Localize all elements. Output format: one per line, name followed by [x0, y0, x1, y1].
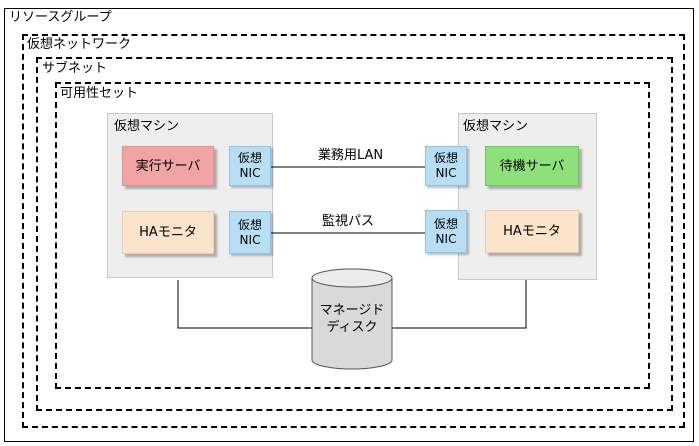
resource-group-label: リソースグループ: [9, 10, 112, 25]
disk-link-left: [177, 280, 312, 329]
subnet-frame: [36, 57, 673, 411]
nic-label-line2: NIC: [239, 232, 261, 247]
availability-set-label: 可用性セット: [60, 86, 139, 101]
virtual-network-label: 仮想ネットワーク: [27, 37, 132, 52]
managed-disk-label: マネージド ディスク: [312, 302, 392, 336]
virtual-network-frame: [22, 34, 685, 428]
business-lan-label: 業務用LAN: [318, 148, 384, 163]
managed-disk-label-line1: マネージド: [319, 303, 385, 318]
virtual-nic-right-monitor: 仮想 NIC: [425, 210, 467, 253]
nic-label-line1: 仮想: [433, 216, 458, 231]
subnet-label: サブネット: [42, 61, 108, 76]
virtual-nic-left-business: 仮想 NIC: [229, 146, 271, 186]
availability-set-frame: [55, 82, 650, 389]
ha-monitor-left-box: HAモニタ: [122, 211, 214, 254]
nic-label-line2: NIC: [435, 231, 457, 246]
nic-label-line1: 仮想: [237, 217, 262, 232]
virtual-machine-right-title: 仮想マシン: [463, 119, 529, 134]
nic-label-line1: 仮想: [237, 151, 262, 165]
managed-disk-label-line2: ディスク: [326, 320, 378, 335]
monitor-path-label: 監視パス: [322, 214, 375, 229]
disk-link-right: [392, 280, 527, 329]
nic-label-line1: 仮想: [433, 151, 458, 165]
nic-label-line2: NIC: [435, 166, 457, 180]
virtual-nic-left-monitor: 仮想 NIC: [229, 211, 271, 254]
virtual-machine-left-title: 仮想マシン: [114, 119, 180, 134]
nic-label-line2: NIC: [239, 166, 261, 180]
active-server-box: 実行サーバ: [122, 146, 214, 186]
standby-server-box: 待機サーバ: [485, 146, 579, 186]
resource-group-frame: [4, 8, 694, 442]
managed-disk-cylinder: [311, 268, 393, 370]
ha-monitor-right-box: HAモニタ: [485, 210, 579, 253]
virtual-nic-right-business: 仮想 NIC: [425, 146, 467, 186]
